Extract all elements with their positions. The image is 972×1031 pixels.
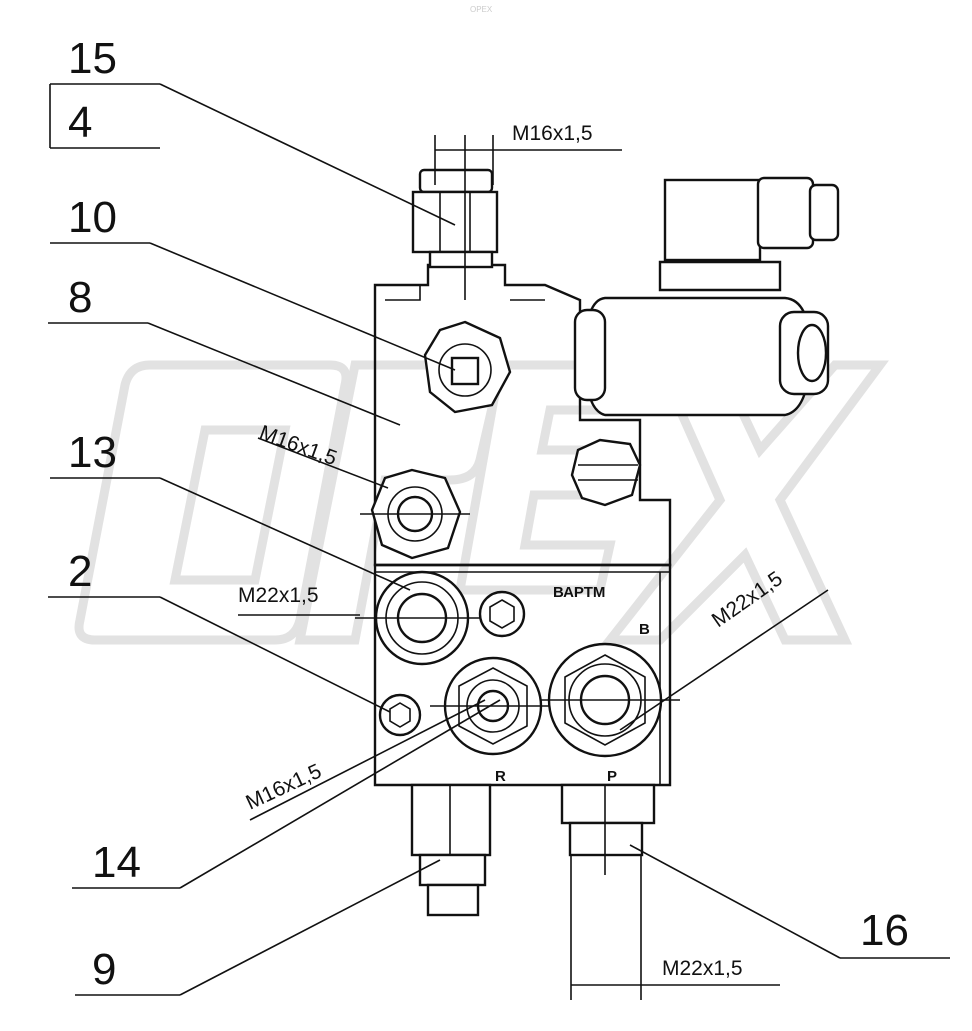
dim-m16-top: M16x1,5: [512, 122, 593, 145]
hex-plug-right: [570, 438, 642, 507]
port-mark-p: P: [607, 768, 617, 785]
dimension-lines: [238, 135, 829, 1000]
callout-13: 13: [68, 428, 117, 477]
leader-lines: [48, 83, 950, 996]
small-plug: [478, 590, 526, 638]
callout-8: 8: [68, 273, 92, 322]
callout-14: 14: [92, 838, 141, 887]
watermark-mark: ОРЕХ: [470, 5, 493, 14]
solenoid: [573, 176, 840, 417]
dim-m22-left: M22x1,5: [238, 584, 319, 607]
plug-10: [423, 320, 512, 414]
port-14: [430, 656, 560, 756]
callout-15: 15: [68, 34, 117, 83]
port-p: [540, 642, 680, 758]
dim-m22-bottom: M22x1,5: [662, 957, 743, 980]
bottom-fitting-9: [410, 783, 492, 917]
port-mark-r: R: [495, 768, 506, 785]
callout-4: 4: [68, 98, 92, 147]
callout-2: 2: [68, 547, 92, 596]
plug-2: [378, 693, 422, 737]
callout-10: 10: [68, 193, 117, 242]
port-mark-b: B: [639, 621, 650, 638]
callout-9: 9: [92, 945, 116, 994]
port-13: [360, 468, 470, 560]
port-m22-left: [355, 570, 480, 666]
callout-16: 16: [860, 906, 909, 955]
top-fitting: [411, 135, 499, 300]
brand-mark: ВАРТМ: [553, 584, 605, 601]
dim-m16-left: M16x1,5: [256, 421, 340, 470]
bottom-fitting-16: [560, 783, 656, 875]
